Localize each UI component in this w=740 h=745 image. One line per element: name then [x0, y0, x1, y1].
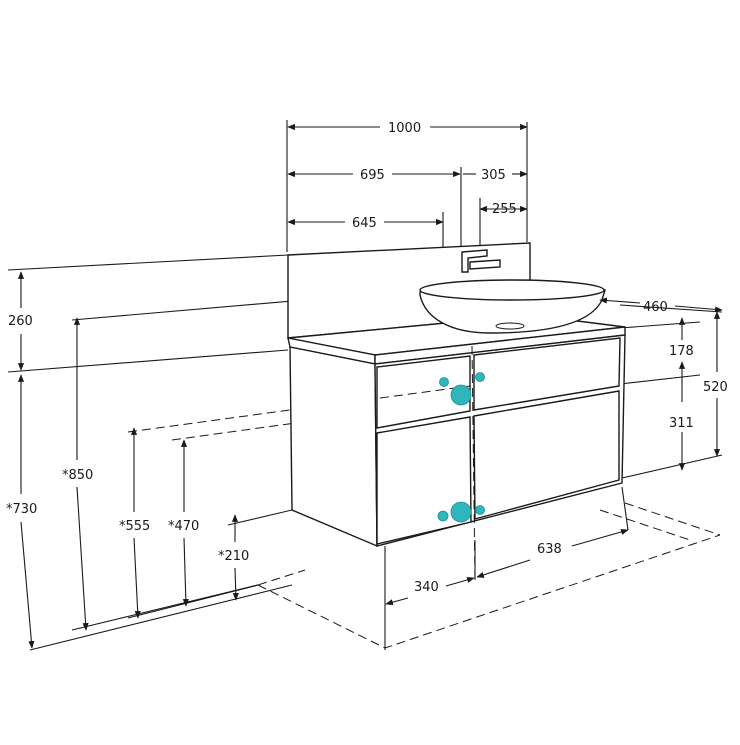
connector-lower-left-small — [437, 510, 449, 522]
connector-lower-right-small — [475, 505, 485, 515]
label-height-850: *850 — [62, 468, 93, 483]
connector-markers — [437, 372, 485, 523]
lower-drawer-right — [473, 390, 620, 520]
basin — [419, 279, 606, 334]
label-width-645: 645 — [352, 216, 377, 231]
connector-upper-right-small — [475, 372, 485, 382]
faucet-icon — [461, 249, 501, 273]
cabinet-side — [289, 346, 378, 548]
dimension-labels: 1000 695 305 645 255 460 178 311 520 260… — [6, 121, 728, 595]
lower-drawer-left — [376, 416, 472, 545]
label-width-305: 305 — [481, 168, 506, 183]
label-drawer-311: 311 — [669, 416, 694, 431]
label-splash-260: 260 — [8, 314, 33, 329]
label-drawer-178: 178 — [669, 344, 694, 359]
connector-upper-left-small — [439, 377, 449, 387]
label-height-730: *730 — [6, 502, 37, 517]
label-height-555: *555 — [119, 519, 150, 534]
dimension-lines — [17, 123, 723, 649]
vanity-cabinet — [287, 242, 626, 581]
label-floor-340: 340 — [414, 580, 439, 595]
connector-upper-center — [450, 384, 472, 406]
label-height-470: *470 — [168, 519, 199, 534]
connector-lower-center — [450, 501, 472, 523]
label-width-255: 255 — [492, 202, 517, 217]
upper-drawer-right — [473, 337, 621, 411]
label-width-1000: 1000 — [388, 121, 421, 136]
label-depth-460: 460 — [643, 300, 668, 315]
label-cabinet-520: 520 — [703, 380, 728, 395]
label-height-210: *210 — [218, 549, 249, 564]
label-floor-638: 638 — [537, 542, 562, 557]
label-width-695: 695 — [360, 168, 385, 183]
